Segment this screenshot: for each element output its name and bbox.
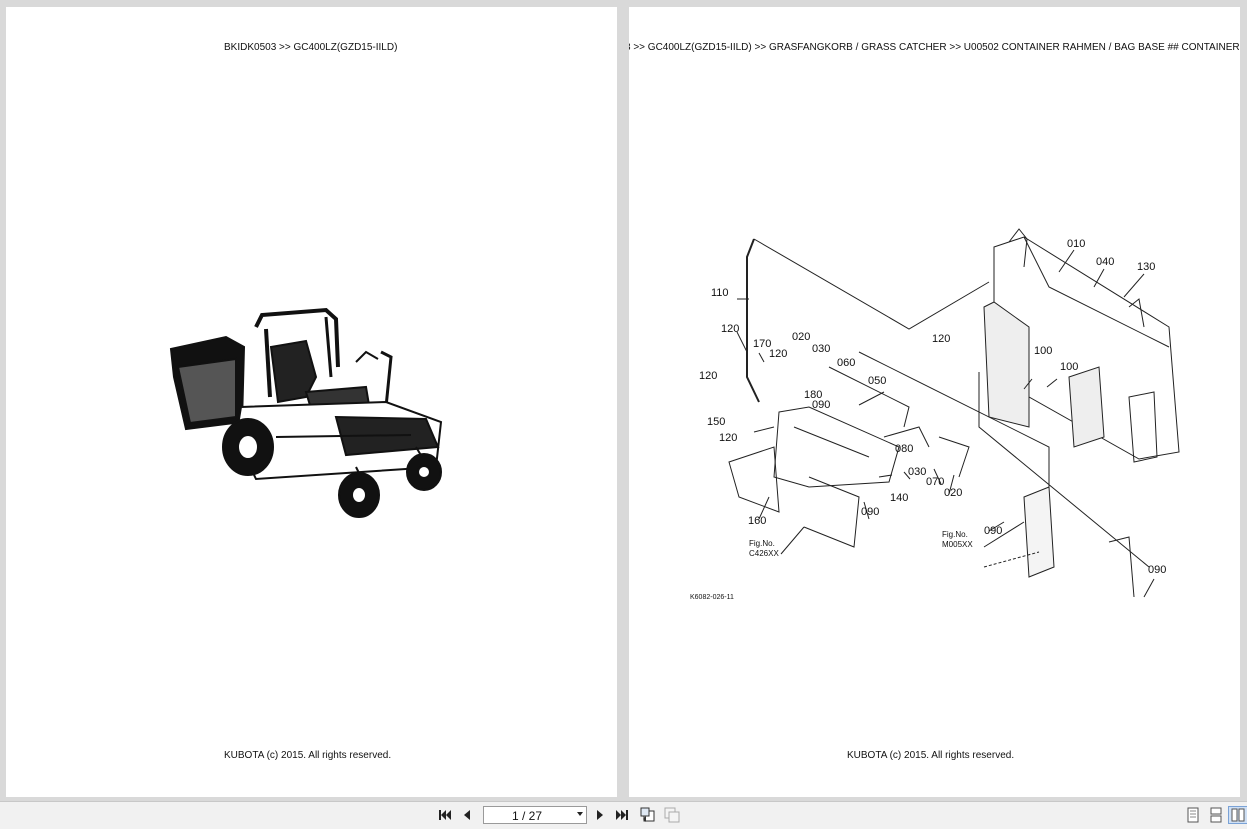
mower-illustration [169, 307, 443, 518]
callout-030: 030 [812, 343, 830, 355]
callout-010: 010 [1067, 238, 1085, 250]
right-page-header: 3 >> GC400LZ(GZD15-IILD) >> GRASFANGKORB… [629, 42, 1240, 53]
next-page-icon[interactable] [590, 806, 610, 824]
callout-120: 120 [721, 323, 739, 335]
callout-070: 070 [926, 476, 944, 488]
callout-170: 170 [753, 338, 771, 350]
callout-110: 110 [711, 287, 729, 299]
viewer-toolbar: 1 / 27 [0, 801, 1247, 829]
fig-ref-c426-label: Fig.No. [749, 539, 775, 548]
fig-ref-m005-label: Fig.No. [942, 530, 968, 539]
callout-040: 040 [1096, 256, 1114, 268]
fig-ref-c426-number: C426XX [749, 549, 779, 558]
callout-160: 160 [748, 515, 766, 527]
callout-130: 130 [1137, 261, 1155, 273]
callout-030: 030 [908, 466, 926, 478]
callout-180: 180 [804, 389, 822, 401]
chevron-down-icon [577, 812, 583, 816]
callout-150: 150 [707, 416, 725, 428]
callout-050: 050 [868, 375, 886, 387]
callout-100: 100 [1060, 361, 1078, 373]
callout-020: 020 [944, 487, 962, 499]
callout-090: 090 [812, 399, 830, 411]
fig-ref-m005-number: M005XX [942, 540, 973, 549]
callout-090: 090 [1148, 564, 1166, 576]
callout-120: 120 [932, 333, 950, 345]
page-indicator: 1 / 27 [511, 809, 543, 823]
callout-020: 020 [792, 331, 810, 343]
previous-view-icon[interactable] [638, 806, 658, 824]
single-page-view-icon[interactable] [1183, 806, 1203, 824]
two-page-view-icon[interactable] [1228, 806, 1247, 824]
callout-140: 140 [890, 492, 908, 504]
parts-diagram: 010 040 130 110 120 120 170 020 030 120 … [690, 228, 1180, 601]
callout-100: 100 [1034, 345, 1052, 357]
page-number-select[interactable]: 1 / 27 [483, 806, 587, 824]
previous-page-icon[interactable] [457, 806, 477, 824]
left-page-header: BKIDK0503 >> GC400LZ(GZD15-IILD) [224, 42, 398, 53]
drawing-code: K6082-026-11 [690, 594, 734, 601]
continuous-view-icon[interactable] [1206, 806, 1226, 824]
left-page: BKIDK0503 >> GC400LZ(GZD15-IILD) [6, 7, 617, 797]
right-page-footer: KUBOTA (c) 2015. All rights reserved. [847, 750, 1015, 761]
next-view-icon[interactable] [662, 806, 682, 824]
first-page-icon[interactable] [435, 806, 455, 824]
callout-120: 120 [699, 370, 717, 382]
callout-060: 060 [837, 357, 855, 369]
last-page-icon[interactable] [612, 806, 632, 824]
callout-090: 090 [861, 506, 879, 518]
callout-120: 120 [719, 432, 737, 444]
right-page: 3 >> GC400LZ(GZD15-IILD) >> GRASFANGKORB… [629, 7, 1240, 797]
callout-120: 120 [769, 348, 787, 360]
callout-090: 090 [984, 525, 1002, 537]
left-page-footer: KUBOTA (c) 2015. All rights reserved. [224, 750, 392, 761]
callout-080: 080 [895, 443, 913, 455]
